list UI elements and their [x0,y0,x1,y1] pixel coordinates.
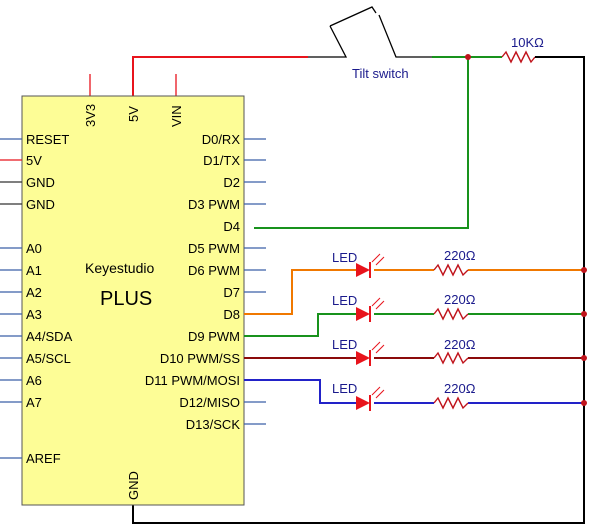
led-circuit [244,269,584,315]
pin-label-d2: D2 [223,175,240,190]
resistor-220-label: 220Ω [444,337,476,352]
board-body [21,95,245,506]
led-label: LED [332,250,357,265]
resistor-220 [433,351,469,365]
pin-label-a7: A7 [26,395,42,410]
resistor-220 [433,307,469,321]
resistor-220 [433,396,469,410]
resistor-220-label: 220Ω [444,381,476,396]
junction-gnd [581,400,587,406]
pin-label-d0-rx: D0/RX [202,132,241,147]
tilt-switch [308,6,432,58]
pin-label-d11: D11 PWM/MOSI [145,373,240,388]
pin-label-a5-scl: A5/SCL [26,351,71,366]
pin-label-d13-sck: D13/SCK [186,417,241,432]
pin-label-d9-pwm: D9 PWM [188,329,240,344]
led-circuit [244,313,584,337]
pin-label-vin: VIN [169,105,184,127]
pin-label-reset: RESET [26,132,69,147]
pin-label-a2: A2 [26,285,42,300]
board-brand: Keyestudio [85,260,154,276]
led-symbol [356,297,385,322]
pin-label-a3: A3 [26,307,42,322]
wire-d8 [244,269,356,315]
pin-label-3v3: 3V3 [83,104,98,127]
led-symbol [356,341,385,366]
pin-label-d4: D4 [223,219,240,234]
wire-d11 [244,379,356,404]
resistor-220 [433,263,469,277]
pin-label-gnd-2: GND [26,197,55,212]
pin-label-d8: D8 [223,307,240,322]
wire-d9 [244,313,356,337]
resistor-10k-label: 10KΩ [511,35,544,50]
pin-label-a4-sda: A4/SDA [26,329,73,344]
resistor-220-label: 220Ω [444,248,476,263]
pin-label-d12-miso: D12/MISO [179,395,240,410]
led-label: LED [332,293,357,308]
board-model: PLUS [100,288,152,310]
pin-label-d3-pwm: D3 PWM [188,197,240,212]
junction-gnd [581,311,587,317]
pin-label-d7: D7 [223,285,240,300]
led-circuit [244,379,584,404]
led-label: LED [332,337,357,352]
pin-label-d5-pwm: D5 PWM [188,241,240,256]
pin-label-a1: A1 [26,263,42,278]
pin-label-d1-tx: D1/TX [203,153,240,168]
pin-label-d10: D10 PWM/SS [160,351,241,366]
pin-label-gnd-bottom: GND [126,471,141,500]
led-symbol [356,253,385,278]
junction-d4 [465,54,471,60]
tilt-switch-label: Tilt switch [352,66,409,81]
pin-label-a6: A6 [26,373,42,388]
wire-5v [132,56,308,96]
pin-label-5v: 5V [26,153,42,168]
resistor-10k [501,50,536,64]
wire-d4-drop [254,57,469,229]
resistor-220-label: 220Ω [444,292,476,307]
junction-gnd [581,355,587,361]
led-label: LED [332,381,357,396]
pin-label-aref: AREF [26,451,61,466]
led-symbol [356,386,385,411]
junction-gnd [581,267,587,273]
pin-label-d6-pwm: D6 PWM [188,263,240,278]
pin-label-5v-top: 5V [126,106,141,122]
wire-gnd-bus [132,56,585,524]
pin-label-a0: A0 [26,241,42,256]
pin-label-gnd-1: GND [26,175,55,190]
